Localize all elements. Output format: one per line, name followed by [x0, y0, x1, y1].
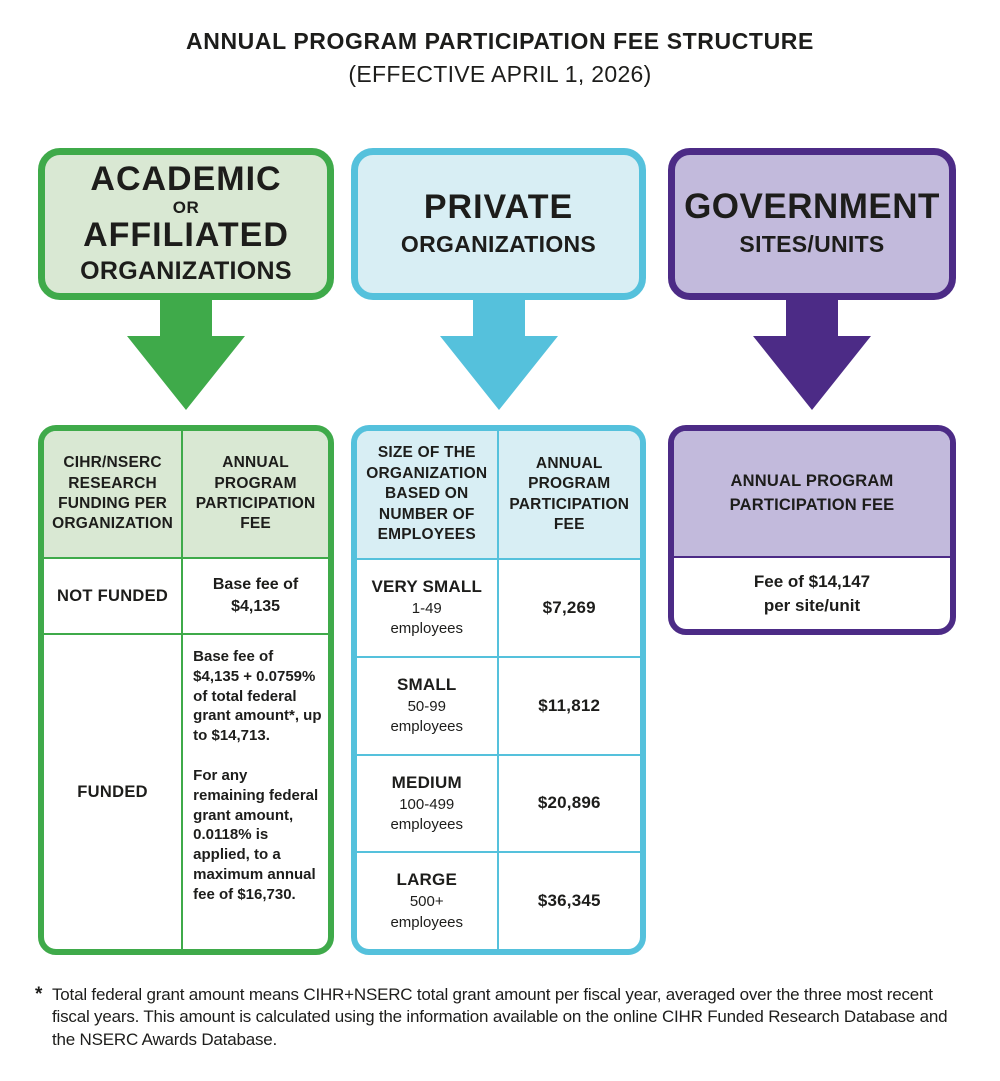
academic-column: ACADEMIC OR AFFILIATED ORGANIZATIONS CIH…	[38, 148, 334, 955]
page-subtitle: (EFFECTIVE APRIL 1, 2026)	[348, 61, 652, 87]
header-line: PROGRAM	[528, 475, 611, 493]
header-line: ANNUAL PROGRAM	[730, 472, 894, 491]
government-header-box: GOVERNMENT SITES/UNITS	[668, 148, 956, 300]
page-title: ANNUAL PROGRAM PARTICIPATION FEE STRUCTU…	[186, 28, 814, 54]
size-cell: VERY SMALL 1-49 employees	[357, 558, 499, 656]
not-funded-fee: Base fee of $4,135	[212, 576, 299, 615]
academic-header-box: ACADEMIC OR AFFILIATED ORGANIZATIONS	[38, 148, 334, 300]
header-line: EMPLOYEES	[377, 526, 476, 544]
footnote: * Total federal grant amount means CIHR+…	[35, 984, 971, 1051]
fee-cell: $20,896	[498, 753, 640, 852]
fee-value-line: Fee of $14,147	[753, 571, 871, 591]
down-arrow-icon	[753, 298, 871, 410]
academic-box-line: AFFILIATED	[83, 216, 289, 255]
size-cell: SMALL 50-99 employees	[357, 655, 499, 754]
fee-value-line: per site/unit	[763, 595, 861, 615]
header-line: ORGANIZATION	[366, 464, 488, 482]
private-column: PRIVATE ORGANIZATIONS SIZE OF THE ORGANI…	[351, 148, 646, 955]
size-unit: employees	[390, 718, 464, 736]
down-arrow-icon	[127, 298, 245, 410]
not-funded-label: NOT FUNDED	[56, 586, 169, 605]
academic-box-line: ORGANIZATIONS	[80, 256, 292, 285]
header-line: ORGANIZATION	[52, 515, 174, 533]
fee-value: $11,812	[538, 695, 601, 715]
government-fee-cell: Fee of $14,147 per site/unit	[674, 556, 950, 629]
government-table-header: ANNUAL PROGRAM PARTICIPATION FEE	[674, 431, 950, 556]
fee-value: $7,269	[542, 597, 596, 617]
down-arrow-icon	[439, 298, 558, 410]
header-line: CIHR/NSERC	[63, 454, 162, 472]
funded-label: FUNDED	[77, 782, 148, 801]
academic-fee-table: CIHR/NSERC RESEARCH FUNDING PER ORGANIZA…	[38, 425, 334, 955]
size-unit: employees	[390, 815, 464, 833]
header-line: PARTICIPATION	[509, 495, 630, 513]
header-line: FEE	[240, 515, 271, 533]
size-range: 1-49	[411, 600, 442, 618]
size-name: SMALL	[396, 674, 457, 694]
private-box-line: ORGANIZATIONS	[400, 230, 597, 257]
header-line: NUMBER OF	[378, 505, 475, 523]
government-box-line: GOVERNMENT	[684, 187, 940, 227]
private-box-line: PRIVATE	[423, 187, 574, 226]
header-line: PROGRAM	[214, 474, 297, 492]
size-cell: MEDIUM 100-499 employees	[357, 753, 499, 852]
fee-cell: $7,269	[498, 558, 640, 656]
government-column: GOVERNMENT SITES/UNITS ANNUAL PROGRAM PA…	[668, 148, 956, 635]
fee-cell: $36,345	[498, 851, 640, 949]
size-cell: LARGE 500+ employees	[357, 851, 499, 949]
academic-table-header-fee: ANNUAL PROGRAM PARTICIPATION FEE	[183, 431, 328, 557]
private-header-box: PRIVATE ORGANIZATIONS	[351, 148, 646, 300]
size-name: MEDIUM	[391, 772, 462, 792]
private-table-header-fee: ANNUAL PROGRAM PARTICIPATION FEE	[498, 431, 640, 558]
header-line: ANNUAL	[535, 454, 603, 472]
size-unit: employees	[390, 620, 464, 638]
header-line: SIZE OF THE	[377, 444, 476, 462]
academic-box-line: ACADEMIC	[90, 160, 282, 199]
funded-fee-paragraph: For any remaining federal grant amount, …	[193, 766, 319, 903]
header-line: RESEARCH	[68, 474, 157, 492]
government-fee-table: ANNUAL PROGRAM PARTICIPATION FEE Fee of …	[668, 425, 956, 635]
not-funded-fee-cell: Base fee of $4,135	[183, 557, 328, 633]
funded-fee-paragraph: Base fee of $4,135 + 0.0759% of total fe…	[193, 648, 322, 745]
fee-cell: $11,812	[498, 655, 640, 754]
header-line: FUNDING PER	[58, 495, 168, 512]
private-table-header-size: SIZE OF THE ORGANIZATION BASED ON NUMBER…	[357, 431, 499, 558]
government-box-line: SITES/UNITS	[739, 231, 885, 258]
fee-value: $20,896	[537, 793, 601, 813]
header-line: PARTICIPATION	[195, 495, 316, 512]
header-line: PARTICIPATION FEE	[729, 495, 895, 514]
size-range: 50-99	[407, 697, 446, 715]
size-range: 100-499	[399, 795, 455, 813]
header-line: BASED ON	[385, 485, 469, 503]
academic-box-line: OR	[172, 197, 200, 217]
size-name: VERY SMALL	[371, 577, 483, 597]
private-fee-table: SIZE OF THE ORGANIZATION BASED ON NUMBER…	[351, 425, 646, 955]
footnote-text: Total federal grant amount means CIHR+NS…	[52, 985, 948, 1049]
header-line: FEE	[553, 515, 585, 533]
funded-label-cell: FUNDED	[44, 633, 184, 949]
size-unit: employees	[390, 913, 464, 931]
size-name: LARGE	[396, 870, 457, 890]
not-funded-label-cell: NOT FUNDED	[44, 557, 184, 633]
funded-fee-cell: Base fee of $4,135 + 0.0759% of total fe…	[183, 633, 328, 949]
fee-value: $36,345	[537, 891, 601, 911]
size-range: 500+	[409, 893, 444, 911]
footnote-asterisk: *	[35, 984, 43, 1005]
academic-table-header-funding: CIHR/NSERC RESEARCH FUNDING PER ORGANIZA…	[44, 431, 184, 557]
header-line: ANNUAL	[222, 454, 289, 472]
